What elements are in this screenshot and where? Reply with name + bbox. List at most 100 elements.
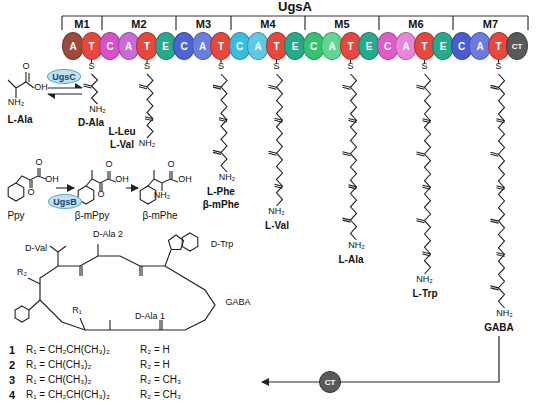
node-text: C bbox=[310, 41, 317, 52]
node-text: C bbox=[106, 41, 113, 52]
text-label: S bbox=[495, 62, 501, 72]
node-text: A bbox=[328, 41, 335, 52]
peptidyl-chain bbox=[499, 74, 505, 308]
text-label: NH₂ bbox=[154, 191, 171, 201]
mphe-chain bbox=[148, 170, 178, 191]
node-text: C bbox=[180, 41, 187, 52]
text-label: NH₂ bbox=[268, 207, 285, 217]
text-label: 4 bbox=[9, 389, 15, 401]
text-label: R₂ = CH₃ bbox=[140, 389, 181, 400]
node-text: UgsB bbox=[53, 197, 77, 207]
text-label: R₂ = H bbox=[140, 344, 170, 355]
text-label: D-Ala 2 bbox=[93, 230, 123, 240]
peptidyl-chain bbox=[92, 74, 98, 104]
indole-benzene bbox=[182, 233, 198, 251]
text-label: R₂ bbox=[17, 268, 27, 278]
chain-group bbox=[84, 60, 505, 308]
text-label: S bbox=[218, 62, 224, 72]
node-text: E bbox=[440, 41, 447, 52]
carbonyl-ticks bbox=[491, 60, 505, 290]
alanine-structure bbox=[8, 72, 34, 98]
carbonyl-ticks bbox=[213, 60, 227, 154]
enzyme-ellipse: UgsC bbox=[47, 69, 81, 84]
reaction-arrow bbox=[126, 187, 138, 188]
node-text: A bbox=[254, 41, 261, 52]
text-label: L-Ala bbox=[339, 254, 364, 265]
phenyl-ring bbox=[15, 306, 29, 322]
text-label: D-Val bbox=[25, 244, 47, 254]
text-label: β-mPpy bbox=[75, 210, 110, 221]
text-label: M5 bbox=[334, 18, 349, 30]
text-label: D-Ala bbox=[78, 117, 104, 128]
ppy-chain bbox=[16, 168, 46, 188]
text-label: M6 bbox=[408, 18, 423, 30]
text-label: Ppy bbox=[7, 210, 24, 221]
text-label: S bbox=[144, 62, 150, 72]
equilibrium-arrow bbox=[48, 93, 82, 94]
text-label: O bbox=[22, 62, 29, 72]
mppy-chain bbox=[86, 170, 116, 191]
text-label: S bbox=[421, 62, 427, 72]
release-arrow bbox=[262, 336, 499, 382]
node-text: E bbox=[366, 41, 373, 52]
text-label: S bbox=[88, 62, 94, 72]
node-text: A bbox=[199, 41, 206, 52]
enzyme-ellipse: UgsB bbox=[48, 194, 82, 209]
node-text: CT bbox=[512, 42, 523, 51]
node-text: A bbox=[476, 41, 483, 52]
text-label: NH₂ bbox=[89, 105, 106, 115]
text-label: OH bbox=[34, 83, 48, 93]
node-text: T bbox=[88, 41, 94, 52]
text-label: L-Trp bbox=[413, 288, 438, 299]
text-label: O bbox=[35, 158, 42, 168]
node-text: UgsC bbox=[52, 72, 76, 82]
text-label: NH₂ bbox=[8, 98, 25, 108]
text-label: NH₂ bbox=[496, 309, 513, 319]
text-label: R₁ = CH(CH₃)₂ bbox=[26, 374, 92, 385]
text-label: L-Val bbox=[265, 220, 289, 231]
node-text: T bbox=[495, 41, 501, 52]
text-label: GABA bbox=[225, 298, 250, 308]
text-label: O bbox=[27, 188, 34, 198]
text-label: O bbox=[167, 160, 174, 170]
equilibrium-arrow bbox=[48, 87, 82, 88]
text-label: M1 bbox=[74, 18, 89, 30]
text-label: 3 bbox=[9, 374, 15, 386]
node-text: A bbox=[402, 41, 409, 52]
text-label: 2 bbox=[9, 359, 15, 371]
text-label: M4 bbox=[260, 18, 275, 30]
text-label: R₂ = H bbox=[140, 359, 170, 370]
text-label: S bbox=[273, 62, 279, 72]
text-label: O bbox=[105, 160, 112, 170]
text-label: β-mPhe bbox=[203, 199, 240, 210]
text-label: NH₂ bbox=[139, 139, 156, 149]
macrocycle bbox=[40, 256, 215, 330]
node-text: A bbox=[69, 41, 76, 52]
thioesterase-domain: CT bbox=[319, 371, 341, 393]
text-label: β-mPhe bbox=[142, 210, 177, 221]
node-text: T bbox=[144, 41, 150, 52]
side-chains bbox=[28, 244, 171, 330]
node-text: C bbox=[236, 41, 243, 52]
carbonyl-ticks bbox=[269, 60, 283, 188]
module-bracket bbox=[62, 16, 528, 30]
text-label: NH₂ bbox=[219, 173, 236, 183]
text-label: R₁ = CH₂CH(CH₃)₂ bbox=[26, 389, 110, 400]
text-label: GABA bbox=[484, 322, 513, 333]
text-label: UgsA bbox=[278, 0, 312, 14]
text-label: NH₂ bbox=[416, 275, 433, 285]
text-label: R₁ bbox=[72, 306, 82, 316]
node-text: T bbox=[218, 41, 224, 52]
text-label: D-Trp bbox=[211, 240, 234, 250]
node-text: C bbox=[384, 41, 391, 52]
text-label: R₁ = CH₂CH(CH₃)₂ bbox=[26, 344, 110, 355]
node-text: C bbox=[458, 41, 465, 52]
node-text: CT bbox=[325, 378, 336, 387]
benzene-ring bbox=[140, 186, 156, 204]
text-label: M3 bbox=[196, 18, 211, 30]
peptidyl-chain bbox=[277, 74, 283, 206]
text-label: M2 bbox=[131, 18, 146, 30]
text-label: OH bbox=[115, 175, 129, 185]
text-label: OH bbox=[178, 175, 192, 185]
